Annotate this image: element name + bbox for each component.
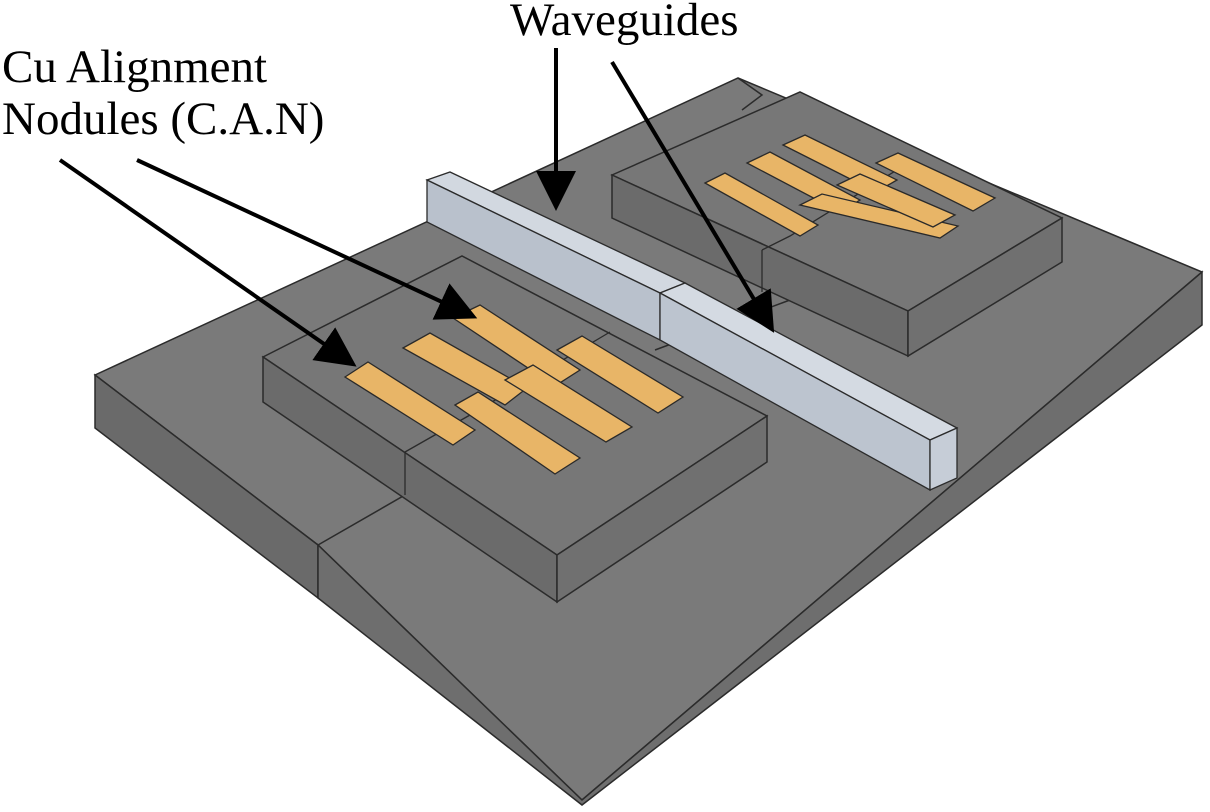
waveguides <box>425 171 959 492</box>
pad <box>343 361 477 446</box>
pad <box>503 364 634 443</box>
substrate-seam-3 <box>737 77 764 111</box>
pad <box>555 335 685 414</box>
pads-right <box>703 134 997 239</box>
waveguides-label: Waveguides <box>510 0 739 46</box>
arrow-waveguide-2 <box>610 60 775 333</box>
arrow-can-1 <box>58 158 357 367</box>
chip-right-side-right <box>907 216 1063 358</box>
can-label-line2: Nodules (C.A.N) <box>2 93 324 145</box>
chip-left-side-right <box>556 414 768 604</box>
arrows <box>58 48 775 367</box>
pad <box>874 152 997 212</box>
labels: Waveguides Cu Alignment Nodules (C.A.N) <box>2 0 739 145</box>
chip-left <box>261 255 769 604</box>
waveguide-front-end <box>929 426 958 492</box>
substrate-right-side <box>317 270 1203 806</box>
pad <box>835 173 957 228</box>
pad <box>453 391 582 475</box>
pads-left <box>343 304 685 475</box>
arrow-can-2 <box>136 158 478 320</box>
can-label-line1: Cu Alignment <box>2 41 267 93</box>
pad <box>703 172 820 237</box>
pad <box>798 193 960 239</box>
